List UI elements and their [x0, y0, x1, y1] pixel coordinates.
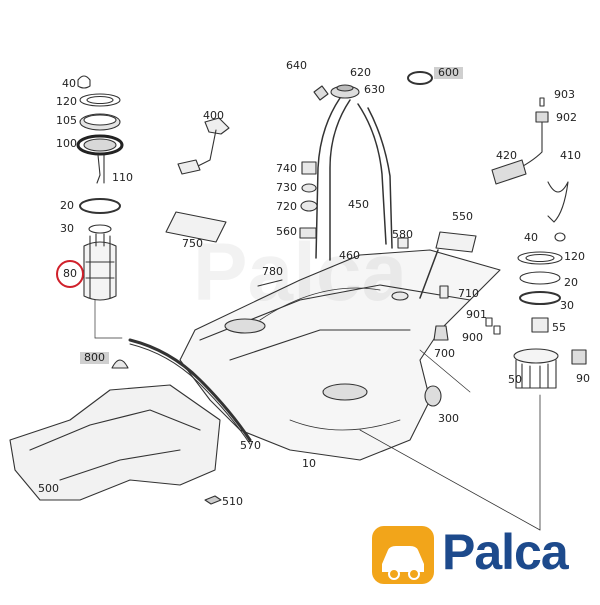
callout-40a: 40: [62, 77, 76, 90]
callout-900: 900: [462, 331, 483, 344]
callout-410: 410: [560, 149, 581, 162]
callout-901: 901: [466, 308, 487, 321]
right-pump-assembly: [359, 97, 587, 531]
callout-580: 580: [392, 228, 413, 241]
callout-120a: 120: [56, 95, 77, 108]
callout-570: 570: [240, 439, 261, 452]
callout-740: 740: [276, 162, 297, 175]
callout-460: 460: [339, 249, 360, 262]
callout-620: 620: [350, 66, 371, 79]
callout-640: 640: [286, 59, 307, 72]
callout-510: 510: [222, 495, 243, 508]
filler-neck: [313, 71, 433, 261]
watermark: Palca: [193, 227, 409, 318]
heat-shield: [9, 384, 221, 501]
callout-730: 730: [276, 181, 297, 194]
callout-720: 720: [276, 200, 297, 213]
callout-400: 400: [203, 109, 224, 122]
callout-55: 55: [552, 321, 566, 334]
callout-105: 105: [56, 114, 77, 127]
callout-300: 300: [438, 412, 459, 425]
callout-750: 750: [182, 237, 203, 250]
callout-30b: 30: [560, 299, 574, 312]
callout-450: 450: [348, 198, 369, 211]
callout-500: 500: [38, 482, 59, 495]
callout-560: 560: [276, 225, 297, 238]
callout-550: 550: [452, 210, 473, 223]
palca-logo: [372, 526, 434, 584]
callout-120b: 120: [564, 250, 585, 263]
car-icon: [382, 546, 424, 572]
callout-100: 100: [56, 137, 77, 150]
callout-90: 90: [576, 372, 590, 385]
callout-20a: 20: [60, 199, 74, 212]
callout-80: 80: [56, 260, 84, 288]
left-pump-assembly: [76, 75, 129, 369]
callout-630: 630: [364, 83, 385, 96]
callout-30a: 30: [60, 222, 74, 235]
tank-strap: [128, 338, 252, 442]
callout-420: 420: [496, 149, 517, 162]
callout-20b: 20: [564, 276, 578, 289]
valve-stack: [299, 161, 318, 239]
callout-903: 903: [554, 88, 575, 101]
callout-710: 710: [458, 287, 479, 300]
brand-name: Palca: [442, 524, 569, 580]
callout-10: 10: [302, 457, 316, 470]
callout-700: 700: [434, 347, 455, 360]
callout-110: 110: [112, 171, 133, 184]
callout-40b: 40: [524, 231, 538, 244]
callout-800: 800: [80, 352, 109, 364]
level-sensor: [165, 117, 230, 243]
callout-600: 600: [434, 67, 463, 79]
callout-50: 50: [508, 373, 522, 386]
fuel-tank: [179, 249, 501, 461]
callout-902: 902: [556, 111, 577, 124]
callout-780: 780: [262, 265, 283, 278]
